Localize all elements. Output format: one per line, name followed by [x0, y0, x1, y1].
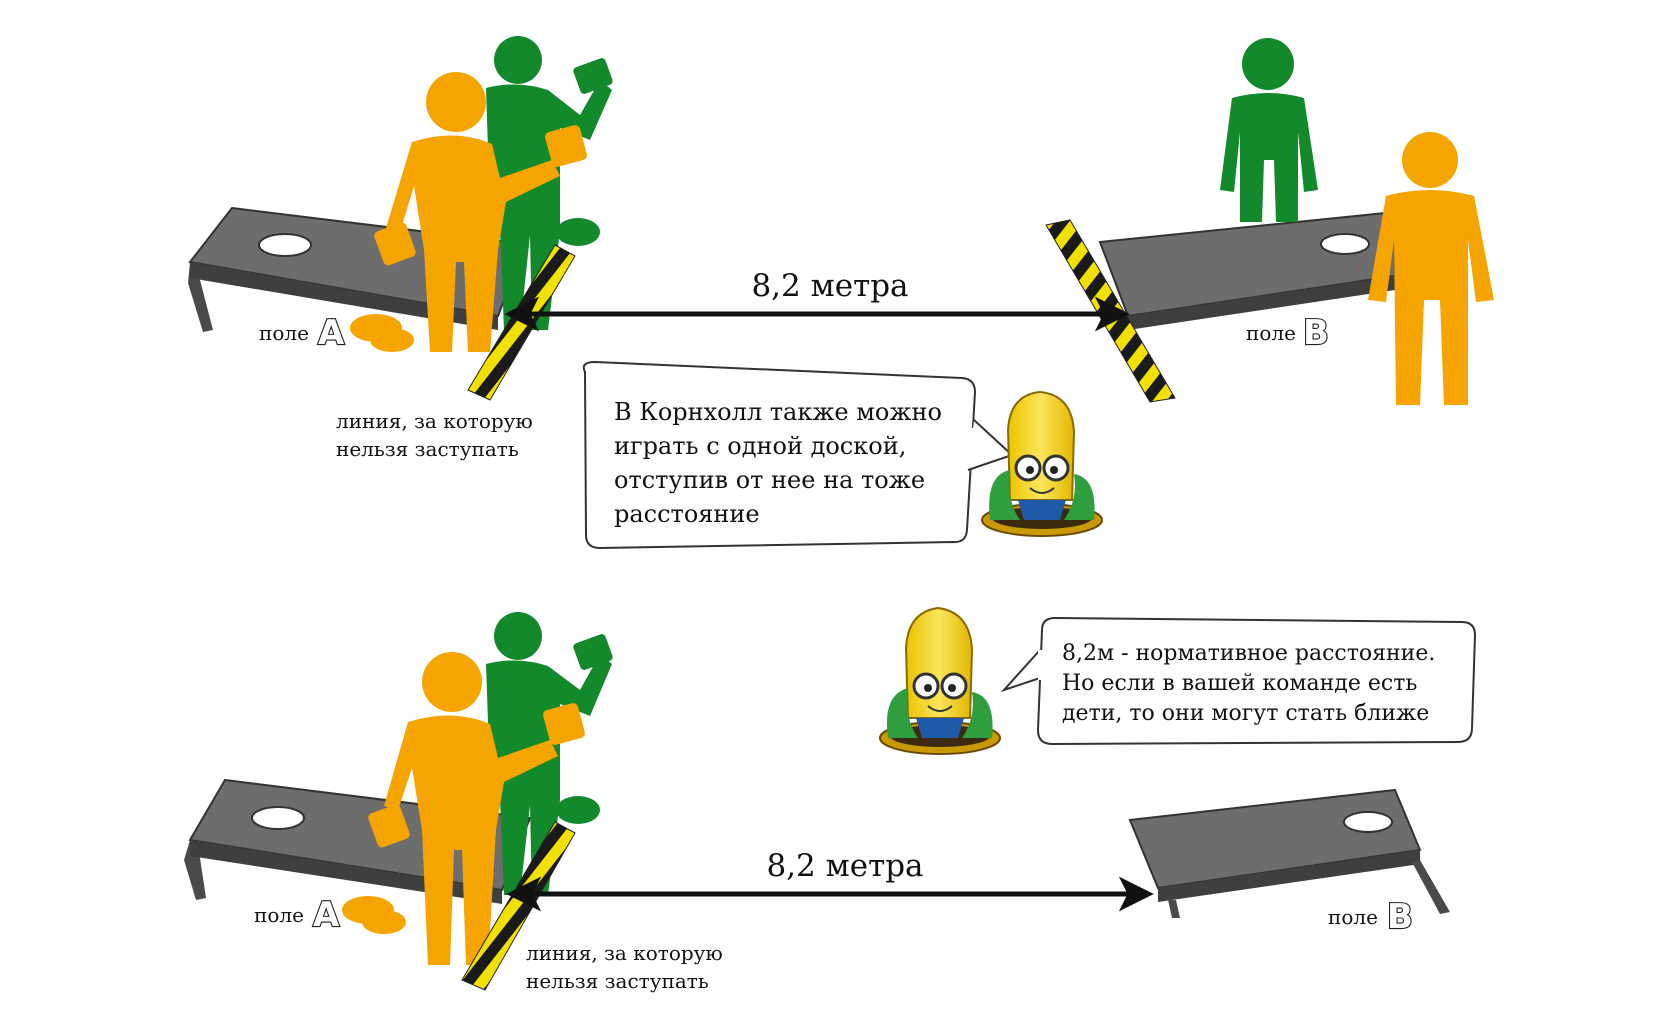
- field-b-letter: B: [1303, 313, 1329, 353]
- green-player-a: [486, 612, 613, 895]
- speech-bottom-line-2: Но если в вашей команде есть: [1062, 671, 1417, 696]
- speech-bottom-line-3: дети, то они могут стать ближе: [1062, 701, 1429, 726]
- green-player-a: [486, 36, 613, 330]
- bottom-scene: 8,2 метра поле A поле B линия, за котору…: [184, 606, 1477, 993]
- speech-bottom-line-1: 8,2м - нормативное расстояние.: [1062, 641, 1435, 666]
- speech-top-line-2: играть с одной доской,: [614, 432, 906, 460]
- corn-mascot-bottom: [879, 606, 1001, 755]
- foul-line-note-1: линия, за которую: [336, 409, 533, 433]
- speech-top-line-3: отступив от нее на тоже: [614, 466, 925, 494]
- field-b-letter: B: [1387, 897, 1413, 937]
- field-b-label: поле: [1328, 905, 1378, 929]
- field-a-label: поле: [254, 903, 304, 927]
- field-b-label: поле: [1246, 321, 1296, 345]
- field-a-label: поле: [259, 321, 309, 345]
- foul-line-note-2: нельзя заступать: [336, 437, 519, 461]
- green-player-b: [1220, 38, 1318, 222]
- top-scene: 8,2 метра поле A поле B линия, за котору…: [188, 36, 1494, 550]
- speech-bubble-bottom: 8,2м - нормативное расстояние. Но если в…: [1000, 616, 1477, 746]
- speech-top-line-4: расстояние: [614, 500, 760, 528]
- orange-player-a: [342, 652, 585, 965]
- corn-mascot-top: [981, 390, 1103, 537]
- speech-top-line-1: В Корнхолл также можно: [614, 398, 942, 426]
- foul-line-note-1: линия, за которую: [526, 941, 723, 965]
- orange-player-a: [350, 72, 587, 352]
- distance-label: 8,2 метра: [751, 268, 908, 304]
- field-a-letter: A: [313, 895, 340, 935]
- orange-player-b: [1368, 132, 1494, 405]
- board-b: [1128, 788, 1450, 918]
- distance-label: 8,2 метра: [766, 848, 923, 884]
- foul-line-note-2: нельзя заступать: [526, 969, 709, 993]
- bean-bag-green: [556, 218, 600, 246]
- bean-bag-green: [556, 796, 600, 824]
- field-a-letter: A: [318, 313, 345, 353]
- speech-bubble-top: В Корнхолл также можно играть с одной до…: [582, 360, 1014, 550]
- board-b: [1098, 210, 1396, 330]
